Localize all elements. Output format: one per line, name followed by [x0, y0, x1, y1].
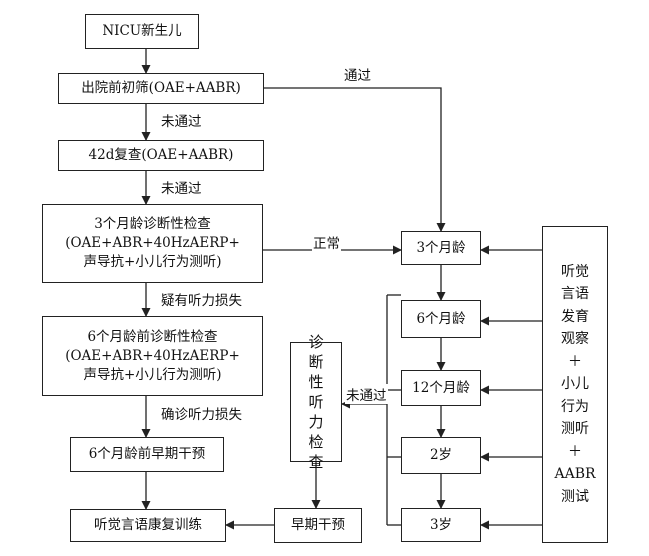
- diag-hearing-label: 诊断性听力检查: [308, 333, 324, 471]
- age-12m-label: 12个月龄: [412, 379, 470, 396]
- follow-line-5: ＋: [568, 353, 582, 370]
- age-2y-label: 2岁: [429, 447, 453, 463]
- age-3y-box: 3岁: [401, 508, 481, 542]
- intervention-6m-label: 6个月龄前早期干预: [88, 446, 206, 462]
- age-6m-box: 6个月龄: [401, 300, 481, 338]
- initial-screen-box: 出院前初筛(OAE+AABR): [58, 73, 264, 104]
- follow-line-9: ＋: [568, 443, 582, 460]
- age-3m-box: 3个月龄: [401, 231, 481, 265]
- follow-up-panel: 听觉 言语 发育 观察 ＋ 小儿 行为 测听 ＋ AABR 测试: [542, 226, 608, 543]
- follow-line-11: 测试: [561, 488, 589, 505]
- follow-line-10: AABR: [554, 466, 596, 483]
- early-intervention-label: 早期干预: [291, 517, 345, 533]
- diag-6m-line-1: 6个月龄前诊断性检查: [87, 328, 218, 345]
- edge-label-fail-1: 未通过: [160, 110, 203, 130]
- diag-3m-line-3: 声导抗+小儿行为测听): [83, 254, 222, 270]
- arrow-pass-to-3m: [264, 87, 446, 232]
- edge-label-suspected: 疑有听力损失: [160, 289, 243, 309]
- follow-line-6: 小儿: [561, 376, 589, 393]
- follow-line-4: 观察: [561, 331, 589, 348]
- age-6m-label: 6个月龄: [416, 310, 466, 327]
- intervention-6m-box: 6个月龄前早期干预: [70, 437, 224, 472]
- diag-3m-line-1: 3个月龄诊断性检查: [94, 216, 211, 232]
- age-2y-box: 2岁: [401, 437, 481, 474]
- edge-label-normal: 正常: [312, 232, 341, 252]
- rehab-training-label: 听觉言语康复训练: [94, 517, 202, 533]
- follow-line-2: 言语: [561, 286, 589, 303]
- initial-screen-label: 出院前初筛(OAE+AABR): [81, 80, 241, 96]
- follow-line-7: 行为: [561, 398, 589, 415]
- age-12m-box: 12个月龄: [401, 370, 481, 406]
- diag-6m-line-2: (OAE+ABR+40HzAERP+: [65, 347, 240, 364]
- follow-line-1: 听觉: [561, 263, 589, 280]
- diag-hearing-box: 诊断性听力检查: [290, 333, 342, 471]
- nicu-newborn-box: NICU新生儿: [85, 14, 199, 49]
- recheck-42d-box: 42d复查(OAE+AABR): [58, 140, 264, 171]
- follow-line-8: 测听: [561, 421, 589, 438]
- diag-6m-box: 6个月龄前诊断性检查 (OAE+ABR+40HzAERP+ 声导抗+小儿行为测听…: [42, 316, 263, 396]
- edge-label-fail-2: 未通过: [160, 177, 203, 197]
- rehab-training-box: 听觉言语康复训练: [70, 509, 226, 542]
- nicu-newborn-label: NICU新生儿: [102, 23, 182, 39]
- age-3m-label: 3个月龄: [416, 239, 466, 256]
- early-intervention-box: 早期干预: [274, 508, 362, 543]
- edge-label-confirmed: 确诊听力损失: [160, 403, 243, 423]
- edge-label-fail-3: 未通过: [345, 384, 388, 404]
- diag-6m-line-3: 声导抗+小儿行为测听): [83, 366, 222, 383]
- edge-label-pass: 通过: [343, 64, 372, 84]
- follow-line-3: 发育: [561, 308, 589, 325]
- age-3y-label: 3岁: [429, 516, 453, 533]
- diag-3m-line-2: (OAE+ABR+40HzAERP+: [65, 235, 240, 251]
- recheck-42d-label: 42d复查(OAE+AABR): [88, 147, 234, 163]
- diag-3m-box: 3个月龄诊断性检查 (OAE+ABR+40HzAERP+ 声导抗+小儿行为测听): [42, 204, 263, 283]
